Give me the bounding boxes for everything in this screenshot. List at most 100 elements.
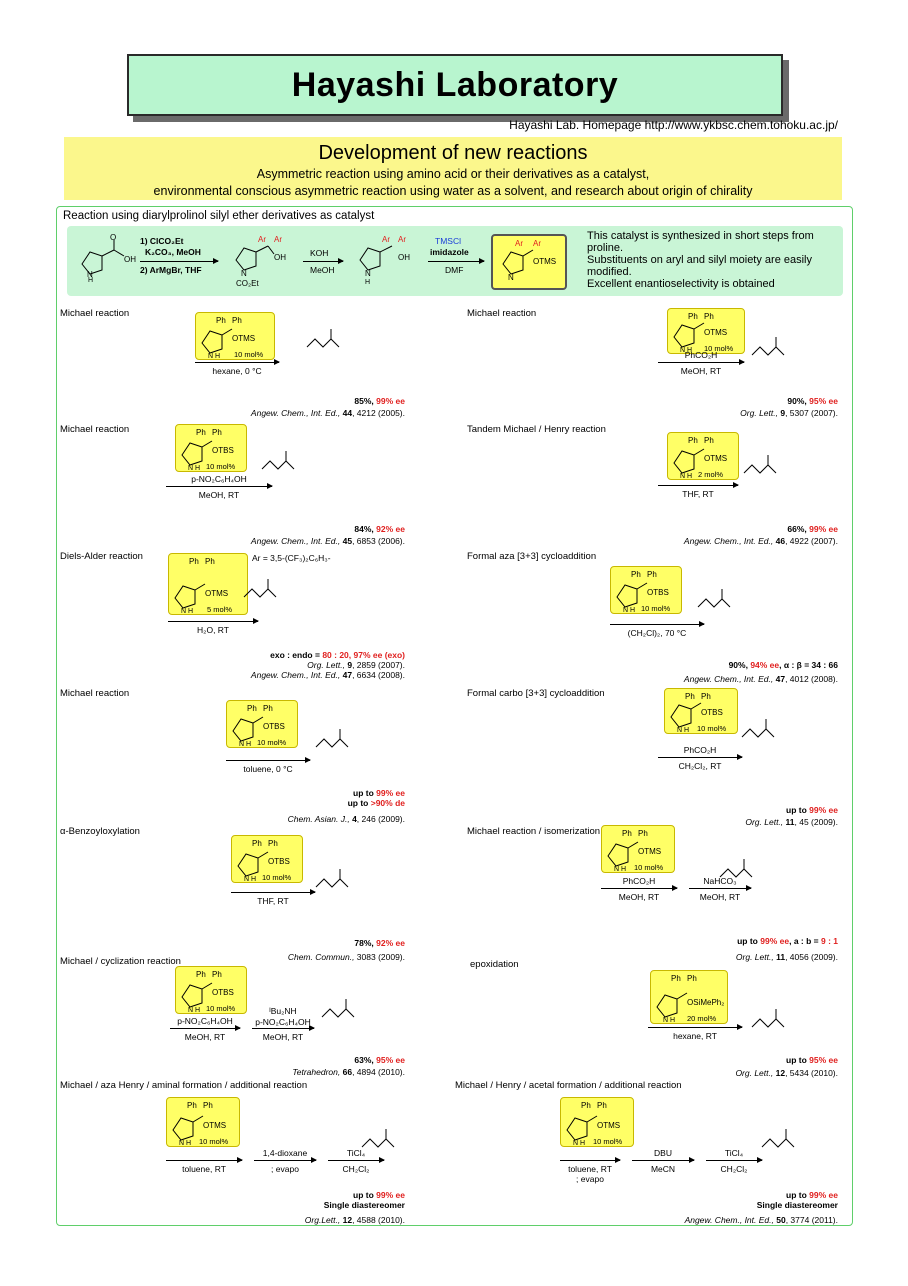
second-step-top: NaHCO₃ xyxy=(703,876,737,886)
diastereomer-note: Single diastereomer xyxy=(756,1200,838,1210)
citation[interactable]: Angew. Chem., Int. Ed., 47, 4012 (2008). xyxy=(684,674,838,684)
reactions-frame xyxy=(56,206,853,1226)
citation-2[interactable]: Angew. Chem., Int. Ed., 47, 6634 (2008). xyxy=(251,670,405,680)
svg-text:10 mol%: 10 mol% xyxy=(262,873,292,882)
svg-text:N: N xyxy=(508,273,514,282)
volume: 12 xyxy=(775,1068,786,1078)
svg-text:Ph: Ph xyxy=(581,1101,591,1110)
second-step-arrow xyxy=(252,1025,315,1031)
citation[interactable]: Org.Lett., 12, 4588 (2010). xyxy=(305,1215,405,1225)
svg-text:10 mol%: 10 mol% xyxy=(199,1137,229,1146)
condition-top: p-NO₂C₆H₄OH xyxy=(177,1016,233,1026)
svg-text:Ph: Ph xyxy=(647,570,657,579)
third-step-bottom: CH₂Cl₂ xyxy=(720,1164,748,1174)
product-structure xyxy=(743,455,777,474)
citation[interactable]: Org. Lett., 12, 5434 (2010). xyxy=(735,1068,838,1078)
product-structure xyxy=(361,1129,395,1148)
pages: , 4056 (2009). xyxy=(785,952,838,962)
pages: , 4212 (2005). xyxy=(352,408,405,418)
reaction-label: Formal carbo [3+3] cycloaddition xyxy=(467,688,605,699)
ee-value: 99% ee xyxy=(760,936,790,946)
product-structure xyxy=(751,1009,785,1028)
homepage-link[interactable]: Hayashi Lab. Homepage http://www.ykbsc.c… xyxy=(509,118,838,132)
yield-extra: , α : β = 34 : 66 xyxy=(779,660,838,670)
citation[interactable]: Chem. Asian. J., 4, 246 (2009). xyxy=(288,814,405,824)
volume: 11 xyxy=(785,817,795,827)
svg-text:Ph: Ph xyxy=(252,839,262,848)
svg-text:Ph: Ph xyxy=(212,970,222,979)
pages: , 5307 (2007). xyxy=(785,408,838,418)
reaction-arrow xyxy=(658,359,745,365)
de-result: up to >90% de xyxy=(348,798,405,808)
citation[interactable]: Angew. Chem., Int. Ed., 46, 4922 (2007). xyxy=(684,536,838,546)
svg-text:H: H xyxy=(365,279,370,286)
reaction-label: Diels-Alder reaction xyxy=(60,551,143,562)
svg-text:OTBS: OTBS xyxy=(263,722,285,731)
citation[interactable]: Org. Lett., 11, 45 (2009). xyxy=(745,817,838,827)
product-structure xyxy=(243,579,277,598)
condition-bottom: CH₂Cl₂, RT xyxy=(678,761,722,771)
reaction-label: Michael / Henry / acetal formation / add… xyxy=(455,1080,682,1091)
yield-value: exo : endo = xyxy=(270,650,323,660)
svg-text:OTMS: OTMS xyxy=(533,257,556,266)
reaction-label: Michael / cyclization reaction xyxy=(60,956,181,967)
ee-value: 95% ee xyxy=(809,396,838,406)
pages: , 4894 (2010). xyxy=(352,1067,405,1077)
citation[interactable]: Org. Lett., 9, 2859 (2007). xyxy=(307,660,405,670)
second-step-top: 1,4-dioxane xyxy=(262,1148,308,1158)
svg-text:Ph: Ph xyxy=(688,312,698,321)
svg-text:10 mol%: 10 mol% xyxy=(206,1004,236,1013)
yield-result: 90%, 95% ee xyxy=(787,396,838,406)
svg-text:N H: N H xyxy=(573,1140,585,1146)
svg-text:10 mol%: 10 mol% xyxy=(634,863,664,872)
step3-reagent-c: DMF xyxy=(445,265,464,275)
svg-text:OTMS: OTMS xyxy=(232,334,255,343)
citation[interactable]: Tetrahedron, 66, 4894 (2010). xyxy=(292,1067,405,1077)
journal: Angew. Chem., Int. Ed., xyxy=(250,670,343,680)
citation[interactable]: Org. Lett., 9, 5307 (2007). xyxy=(740,408,838,418)
step1-arrow xyxy=(140,258,219,264)
condition-top: PhCO₂H xyxy=(683,745,717,755)
condition-bottom: MeOH, RT xyxy=(680,366,722,376)
journal: Chem. Asian. J., xyxy=(287,814,353,824)
citation[interactable]: Angew. Chem., Int. Ed., 44, 4212 (2005). xyxy=(251,408,405,418)
svg-text:OTBS: OTBS xyxy=(701,708,723,717)
citation[interactable]: Angew. Chem., Int. Ed., 50, 3774 (2011). xyxy=(685,1215,838,1225)
svg-text:10 mol%: 10 mol% xyxy=(257,738,287,747)
ee-value: 99% ee xyxy=(376,788,405,798)
yield-result: 90%, 94% ee, α : β = 34 : 66 xyxy=(729,660,838,670)
condition-bottom: toluene, RT xyxy=(182,1164,226,1174)
journal: Angew. Chem., Int. Ed., xyxy=(250,408,343,418)
svg-text:N: N xyxy=(365,269,371,278)
svg-text:Ph: Ph xyxy=(247,704,257,713)
citation[interactable]: Org. Lett., 11, 4056 (2009). xyxy=(736,952,838,962)
pages: , 246 (2009). xyxy=(356,814,405,824)
reaction-label: α-Benzoyloxylation xyxy=(60,826,140,837)
svg-text:Ph: Ph xyxy=(189,557,199,566)
volume: 45 xyxy=(342,536,353,546)
reaction-arrow xyxy=(610,621,705,627)
product-structure xyxy=(315,729,349,748)
ee-value: 99% ee xyxy=(376,1190,405,1200)
pages: , 3774 (2011). xyxy=(785,1215,838,1225)
svg-text:N H: N H xyxy=(623,607,635,613)
condition-bottom: hexane, 0 °C xyxy=(212,366,262,376)
pages: 3083 (2009). xyxy=(356,952,405,962)
citation[interactable]: Angew. Chem., Int. Ed., 45, 6853 (2006). xyxy=(251,536,405,546)
intro-title: Development of new reactions xyxy=(318,142,588,164)
condition-bottom: H₂O, RT xyxy=(197,625,229,635)
step3-reagent-a: TMSCl xyxy=(435,236,461,246)
citation[interactable]: Chem. Commun., 3083 (2009). xyxy=(288,952,405,962)
step3-arrow xyxy=(428,258,485,264)
yield-result: up to 99% ee xyxy=(786,1190,838,1200)
ee-value: 92% ee xyxy=(376,524,405,534)
condition-bottom: MeOH, RT xyxy=(198,490,240,500)
svg-text:Ph: Ph xyxy=(205,557,215,566)
journal: Org. Lett., xyxy=(307,660,348,670)
